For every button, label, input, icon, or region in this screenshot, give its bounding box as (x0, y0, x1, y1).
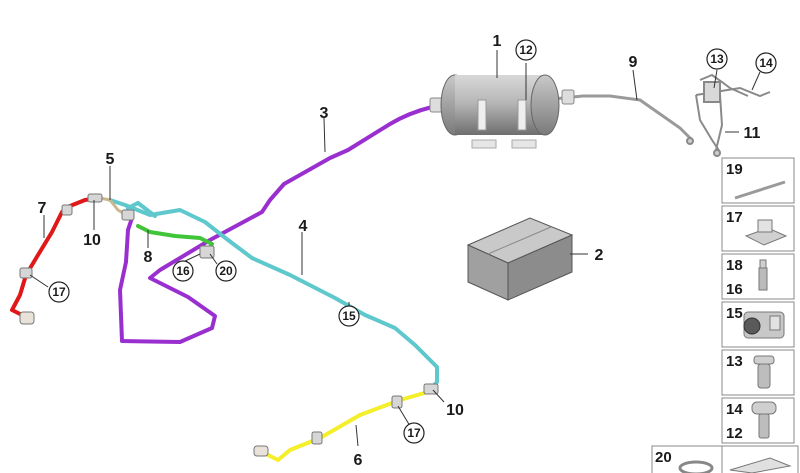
panel-label-13: 13 (726, 353, 743, 370)
circled-callout-17-b-label: 17 (407, 426, 421, 440)
cable-tie-icon (734, 180, 786, 200)
callout-11: 11 (744, 125, 761, 142)
circled-callout-15: 15 (338, 305, 360, 327)
line-4-cyan (108, 198, 439, 394)
circled-callout-20-label: 20 (219, 264, 233, 278)
panel-label-20: 20 (655, 449, 672, 466)
tank-assembly (429, 74, 694, 149)
leader-lines (29, 50, 761, 447)
circled-callout-12: 12 (515, 39, 537, 61)
circled-callout-15-label: 15 (342, 309, 356, 323)
panel-label-18: 18 (726, 257, 743, 274)
circled-callout-12-label: 12 (519, 43, 533, 57)
circled-callout-17-a: 17 (48, 281, 70, 303)
circled-callout-16-label: 16 (176, 264, 190, 278)
callout-7: 7 (38, 200, 47, 217)
line-3-purple (118, 105, 434, 344)
bolt-icon (751, 401, 777, 439)
o-ring-icon (678, 460, 714, 473)
callout-2: 2 (595, 247, 604, 264)
pad-icon (729, 457, 792, 473)
rivet-icon (758, 259, 768, 291)
line-6-yellow (260, 390, 430, 462)
clamp-icon (743, 311, 785, 339)
panel-label-19: 19 (726, 161, 743, 178)
circled-callout-14-label: 14 (759, 56, 773, 70)
circled-callout-16: 16 (172, 260, 194, 282)
clip-icon (744, 219, 788, 246)
callout-8: 8 (144, 249, 153, 266)
callout-9: 9 (629, 54, 638, 71)
box-2 (466, 217, 574, 301)
side-panel: 19 17 18 16 15 13 (651, 157, 799, 473)
callout-4: 4 (299, 218, 308, 235)
callout-10-b: 10 (446, 402, 464, 419)
circled-callout-13-label: 13 (710, 52, 724, 66)
panel-label-17: 17 (726, 209, 743, 226)
callout-10-a: 10 (83, 232, 101, 249)
callout-5: 5 (106, 151, 115, 168)
panel-label-16: 16 (726, 281, 743, 298)
callout-6: 6 (354, 452, 363, 469)
circled-callout-20: 20 (215, 260, 237, 282)
circled-callout-13: 13 (706, 48, 728, 70)
screw-icon (753, 355, 775, 389)
bracket-11 (686, 73, 771, 157)
circled-callout-17-a-label: 17 (52, 285, 66, 299)
panel-label-12: 12 (726, 425, 743, 442)
panel-label-15: 15 (726, 305, 743, 322)
callout-1: 1 (493, 33, 502, 50)
circled-callout-17-b: 17 (403, 422, 425, 444)
callout-3: 3 (320, 105, 329, 122)
line-7-red (10, 196, 102, 320)
panel-label-14: 14 (726, 401, 743, 418)
circled-callout-14: 14 (755, 52, 777, 74)
